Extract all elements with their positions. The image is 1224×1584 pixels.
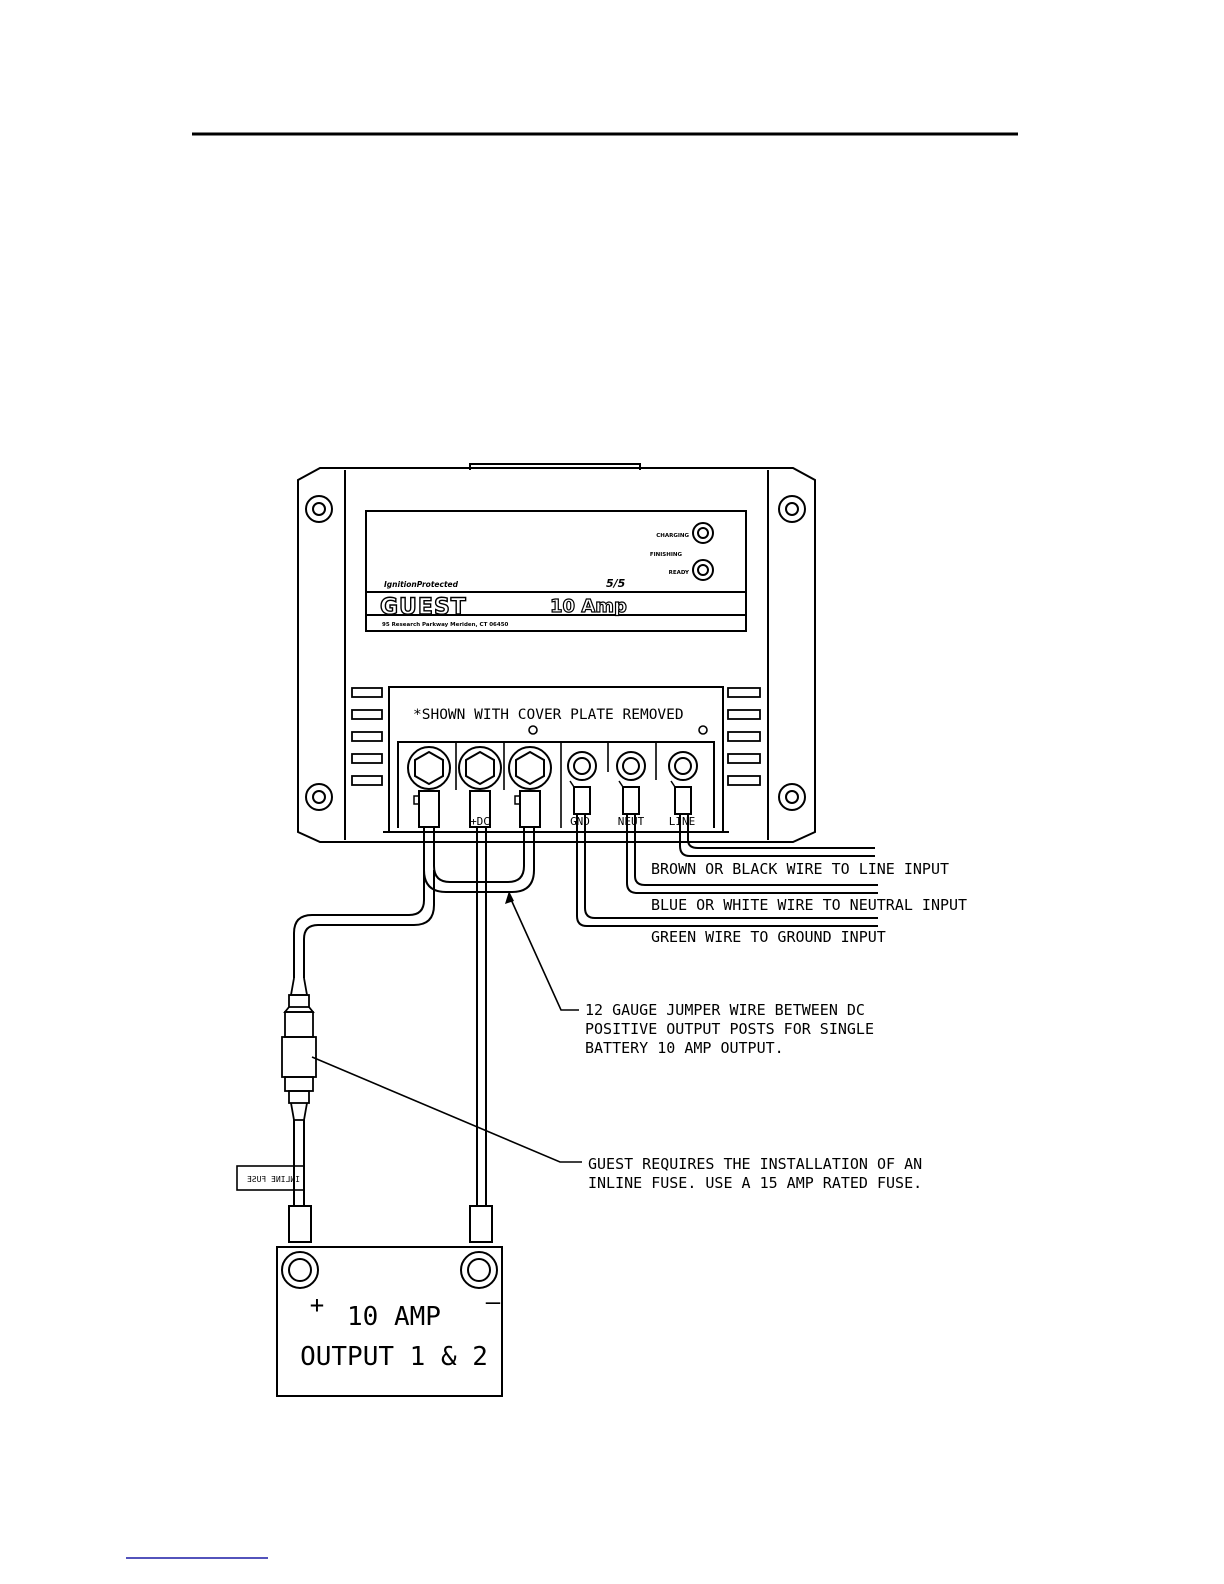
- line-wire: [679, 814, 875, 857]
- jumper-callout-line-3: BATTERY 10 AMP OUTPUT.: [585, 1039, 784, 1057]
- model-number: 5/5: [606, 577, 626, 590]
- manufacturer-address: 95 Research Parkway Meriden, CT 06450: [382, 622, 509, 628]
- dc-output-label: +DC: [470, 815, 490, 828]
- neutral-wire: [626, 814, 878, 894]
- terminal-label-line: LINE: [669, 815, 696, 828]
- led-label-finishing: FINISHING: [650, 552, 683, 558]
- fuse-callout-line-2: INLINE FUSE. USE A 15 AMP RATED FUSE.: [588, 1174, 922, 1192]
- ground-terminal: [567, 751, 597, 815]
- terminal-label-neut: NEUT: [618, 815, 645, 828]
- ac-input-wires: [576, 814, 878, 927]
- leader-lines: [311, 891, 582, 1163]
- mounting-hole-bottom-left: [305, 783, 333, 811]
- inline-fuse-holder: [281, 977, 317, 1206]
- battery-label-line-1: 10 AMP: [347, 1302, 441, 1332]
- terminal-label-gnd: GND: [570, 815, 590, 828]
- negative-lug: [469, 1205, 493, 1243]
- jumper-leader: [508, 894, 579, 1011]
- ground-wire-label: GREEN WIRE TO GROUND INPUT: [651, 928, 886, 946]
- mounting-hole-top-left: [305, 495, 333, 523]
- jumper-wire: [423, 827, 535, 893]
- fuse-tag: [236, 1165, 305, 1191]
- mounting-hole-bottom-right: [778, 783, 806, 811]
- dc-output-post-3: [508, 746, 552, 828]
- cooling-fins-right: [727, 687, 761, 786]
- battery-positive-sign: +: [310, 1291, 324, 1319]
- dc-output-post-1: [407, 746, 451, 828]
- neutral-wire-label: BLUE OR WHITE WIRE TO NEUTRAL INPUT: [651, 896, 967, 914]
- ground-wire: [576, 814, 878, 927]
- mounting-hole-top-right: [778, 495, 806, 523]
- dc-output-post-2: [458, 746, 502, 828]
- brand-logo: GUEST: [380, 595, 467, 620]
- cover-plate-note: *SHOWN WITH COVER PLATE REMOVED: [413, 707, 684, 723]
- led-label-charging: CHARGING: [656, 533, 689, 539]
- terminal-block: [383, 686, 729, 833]
- fuse-tag-label: INLINE FUSE: [247, 1175, 300, 1184]
- battery-label-line-2: OUTPUT 1 & 2: [300, 1342, 488, 1372]
- charging-led: [692, 522, 714, 544]
- line-terminal: [668, 751, 698, 815]
- fuse-callout-line-1: GUEST REQUIRES THE INSTALLATION OF AN: [588, 1155, 922, 1173]
- label-plate: [365, 510, 747, 632]
- brand-tagline: IgnitionProtected: [384, 580, 459, 589]
- amp-rating: 10 Amp: [550, 596, 627, 617]
- jumper-callout-line-1: 12 GAUGE JUMPER WIRE BETWEEN DC: [585, 1001, 865, 1019]
- charger-housing: [297, 463, 816, 843]
- ready-led: [692, 559, 714, 581]
- neutral-terminal: [616, 751, 646, 815]
- dc-output-wiring: [293, 827, 535, 1207]
- battery: [276, 1205, 503, 1397]
- positive-lug: [288, 1205, 312, 1243]
- line-wire-label: BROWN OR BLACK WIRE TO LINE INPUT: [651, 860, 949, 878]
- cooling-fins-left: [351, 687, 383, 786]
- battery-negative-sign: –: [486, 1288, 501, 1316]
- jumper-callout-line-2: POSITIVE OUTPUT POSTS FOR SINGLE: [585, 1020, 874, 1038]
- fuse-leader: [311, 1056, 582, 1163]
- led-label-ready: READY: [669, 570, 690, 576]
